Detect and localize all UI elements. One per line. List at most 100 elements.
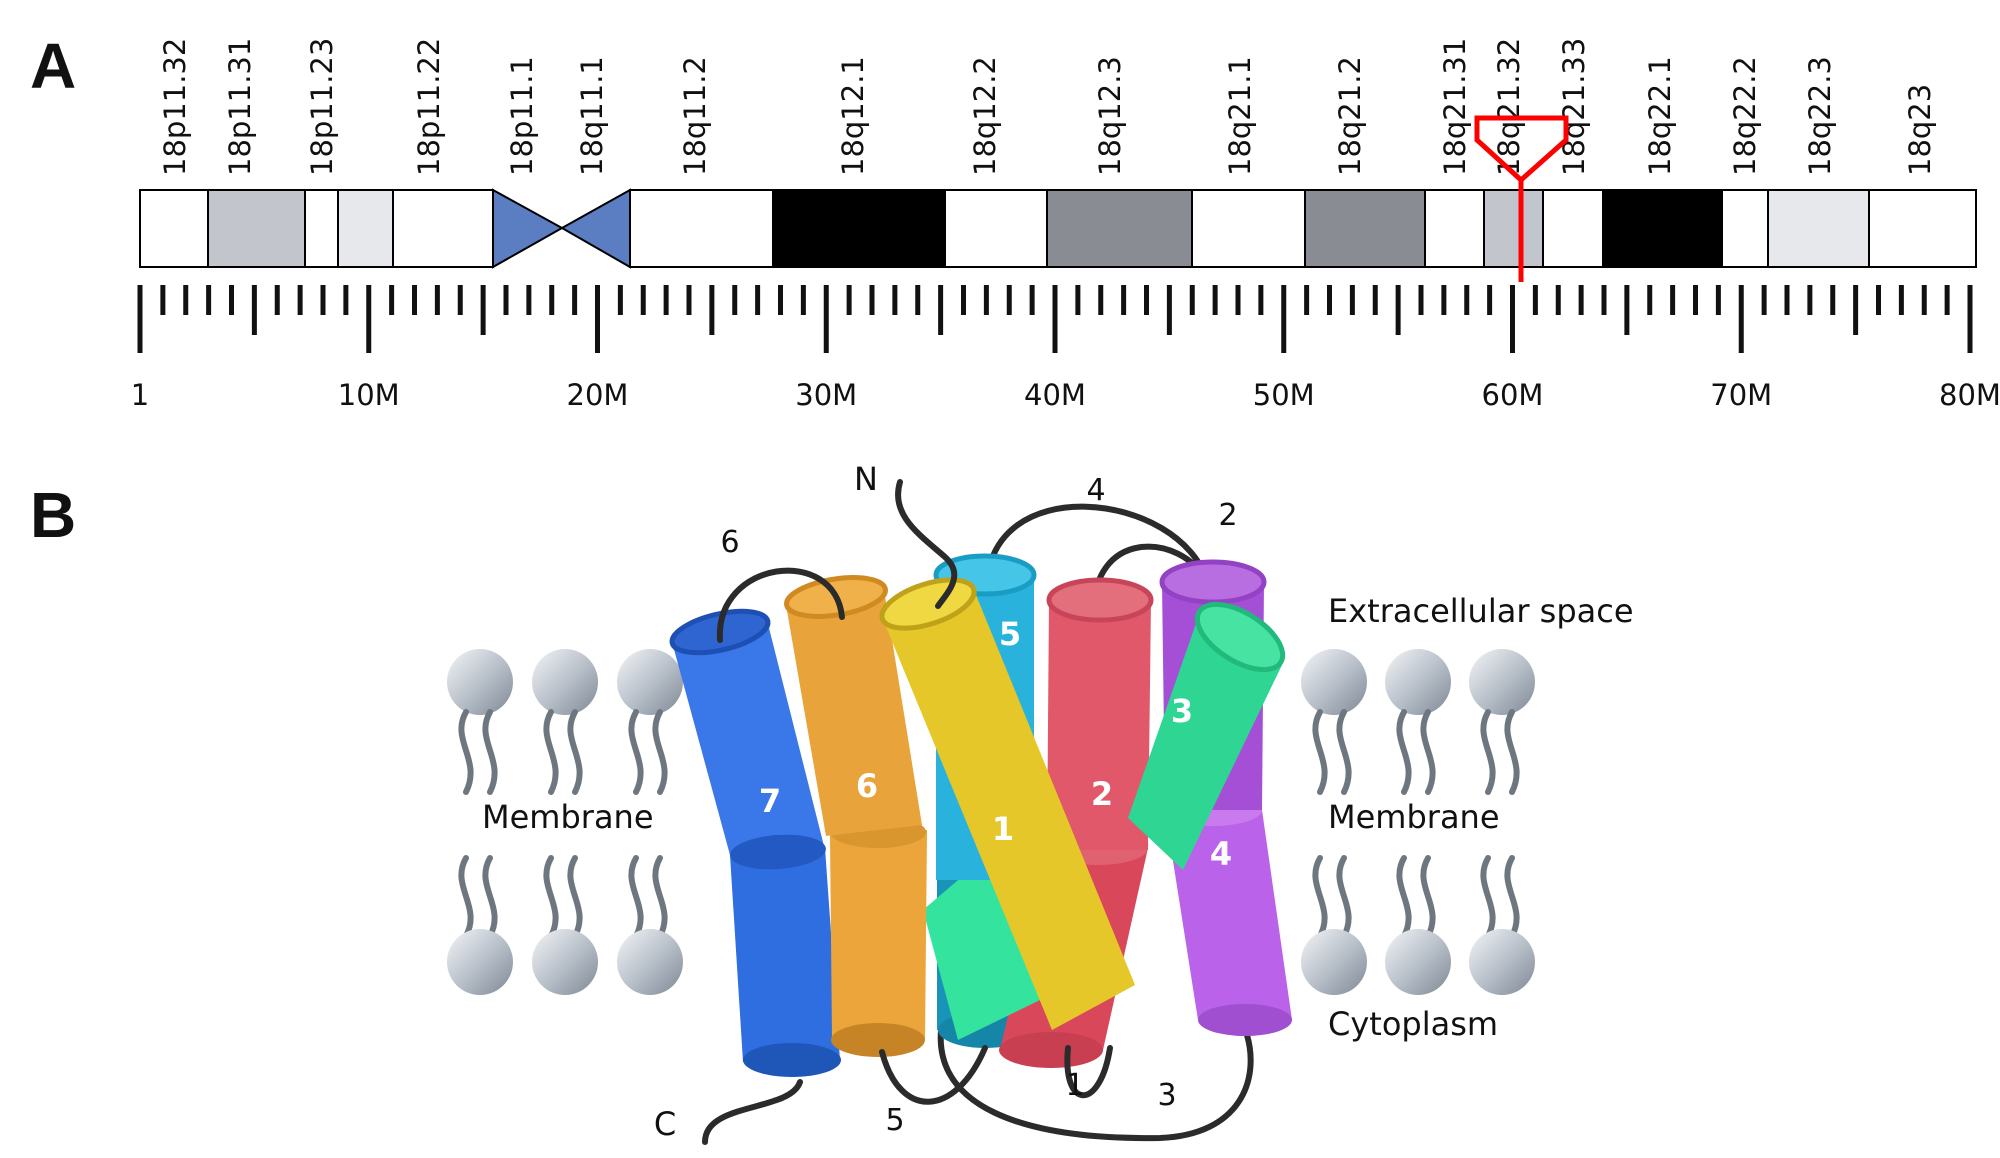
loop-number-1: 1 bbox=[1065, 1068, 1084, 1103]
helix-3-top bbox=[1194, 601, 1286, 673]
scale-label: 20M bbox=[567, 378, 629, 412]
lipid-head bbox=[532, 929, 598, 995]
scale-label: 50M bbox=[1253, 378, 1315, 412]
lipid-tail bbox=[543, 709, 559, 795]
band-label-18p11-23: 18p11.23 bbox=[305, 38, 339, 176]
band-18q12-3 bbox=[1046, 189, 1193, 268]
lipid-head bbox=[1301, 929, 1367, 995]
scale-label: 1 bbox=[131, 378, 149, 412]
lipid-tail bbox=[1396, 855, 1412, 939]
band-label-18q12-2: 18q12.2 bbox=[968, 56, 1002, 176]
loop-ecl6 bbox=[716, 567, 845, 643]
band-18q22-1 bbox=[1602, 189, 1723, 268]
loop-icl1 bbox=[1064, 1045, 1113, 1099]
loop-n-term bbox=[895, 479, 958, 609]
helix-4-lower bbox=[1165, 810, 1292, 1020]
helix-2-lower-base bbox=[999, 1032, 1103, 1068]
label-membrane-left: Membrane bbox=[482, 798, 654, 836]
lipid-tail bbox=[458, 855, 474, 939]
band-label-18q11-2: 18q11.2 bbox=[678, 56, 712, 176]
loop-number-3: 3 bbox=[1157, 1078, 1176, 1113]
scale-label: 80M bbox=[1939, 378, 2000, 412]
lipid-tail bbox=[1504, 709, 1520, 795]
band-18p11-22 bbox=[392, 189, 494, 268]
helix-3-upper bbox=[1128, 612, 1282, 870]
lipid-tail bbox=[652, 709, 668, 795]
band-18q21-2 bbox=[1304, 189, 1426, 268]
band-unlabeled bbox=[337, 189, 394, 268]
receptor-7tm bbox=[669, 479, 1292, 1145]
band-label-18q12-3: 18q12.3 bbox=[1093, 56, 1127, 176]
band-18q12-2 bbox=[944, 189, 1048, 268]
helix-number-4: 4 bbox=[1210, 835, 1232, 873]
lipid-head bbox=[447, 649, 513, 715]
lipid-tail bbox=[482, 709, 498, 795]
band-label-18p11-1: 18p11.1 bbox=[505, 56, 539, 176]
helix-number-3: 3 bbox=[1171, 692, 1193, 730]
helix-1 bbox=[882, 590, 1135, 1030]
loop-numbers: 2 4 6 1 3 5 bbox=[720, 473, 1237, 1138]
band-label-18q11-1: 18q11.1 bbox=[575, 56, 609, 176]
loop-icl3 bbox=[937, 1009, 1254, 1142]
lipid-head bbox=[1385, 649, 1451, 715]
loop-icl5 bbox=[879, 1045, 988, 1105]
loop-number-6: 6 bbox=[720, 525, 739, 560]
helix-number-1: 1 bbox=[992, 810, 1014, 848]
band-18p11-1 bbox=[492, 188, 565, 269]
helix-number-6: 6 bbox=[856, 767, 878, 805]
lipid-tail bbox=[1336, 855, 1352, 939]
band-18q21-33 bbox=[1542, 189, 1604, 268]
band-label-18p11-31: 18p11.31 bbox=[223, 38, 257, 176]
lipid-tail bbox=[628, 855, 644, 939]
helix-7-joint bbox=[730, 834, 826, 870]
lipid-head bbox=[447, 929, 513, 995]
lipid-tail bbox=[482, 855, 498, 939]
lipid-tail bbox=[567, 855, 583, 939]
band-18q22-2 bbox=[1721, 189, 1769, 268]
lipid-tail bbox=[1504, 855, 1520, 939]
scale-label: 40M bbox=[1024, 378, 1086, 412]
band-label-18q22-1: 18q22.1 bbox=[1643, 56, 1677, 176]
helix-numbers: 1 2 3 4 5 6 7 bbox=[759, 615, 1232, 873]
scale-label: 60M bbox=[1482, 378, 1544, 412]
lipid-tail bbox=[543, 855, 559, 939]
lipid-tail bbox=[1312, 709, 1328, 795]
locus-marker-pin bbox=[1474, 115, 1569, 184]
lipid-head bbox=[1469, 649, 1535, 715]
band-label-18q12-1: 18q12.1 bbox=[836, 56, 870, 176]
lipid-tail bbox=[1396, 709, 1412, 795]
band-label-18p11-32: 18p11.32 bbox=[158, 38, 192, 176]
lipid-tail bbox=[458, 709, 474, 795]
lipid-head bbox=[532, 649, 598, 715]
band-label-18q23: 18q23 bbox=[1903, 84, 1937, 176]
lipid-tail bbox=[1420, 855, 1436, 939]
scale-label: 30M bbox=[795, 378, 857, 412]
helix-7-upper bbox=[672, 620, 825, 855]
helix-number-2: 2 bbox=[1091, 775, 1113, 813]
label-c-terminus: C bbox=[654, 1105, 676, 1143]
lipid-head bbox=[1385, 929, 1451, 995]
band-18q12-1 bbox=[772, 189, 946, 268]
helix-6-upper bbox=[786, 590, 922, 836]
lipid-head bbox=[1469, 929, 1535, 995]
helix-6-lower bbox=[830, 830, 927, 1040]
loop-number-4: 4 bbox=[1086, 473, 1105, 508]
helix-2-upper bbox=[1047, 600, 1151, 850]
helix-4-lower-base bbox=[1198, 1004, 1292, 1036]
band-18q11-1 bbox=[559, 188, 631, 269]
band-18q23 bbox=[1868, 189, 1977, 268]
band-18q11-2 bbox=[629, 189, 774, 268]
label-extracellular-space: Extracellular space bbox=[1328, 592, 1634, 630]
band-18q21-1 bbox=[1191, 189, 1306, 268]
helix-6-lower-base bbox=[831, 1023, 925, 1057]
region-labels: N C Extracellular space Membrane Membran… bbox=[482, 460, 1634, 1143]
panel-b-letter: B bbox=[30, 479, 76, 551]
loop-number-5: 5 bbox=[885, 1103, 904, 1138]
band-label-18q21-33: 18q21.33 bbox=[1557, 38, 1591, 176]
label-n-terminus: N bbox=[854, 460, 878, 498]
band-label-18q21-1: 18q21.1 bbox=[1223, 56, 1257, 176]
band-18q21-32 bbox=[1483, 189, 1544, 268]
helix-4-top bbox=[1159, 559, 1267, 605]
